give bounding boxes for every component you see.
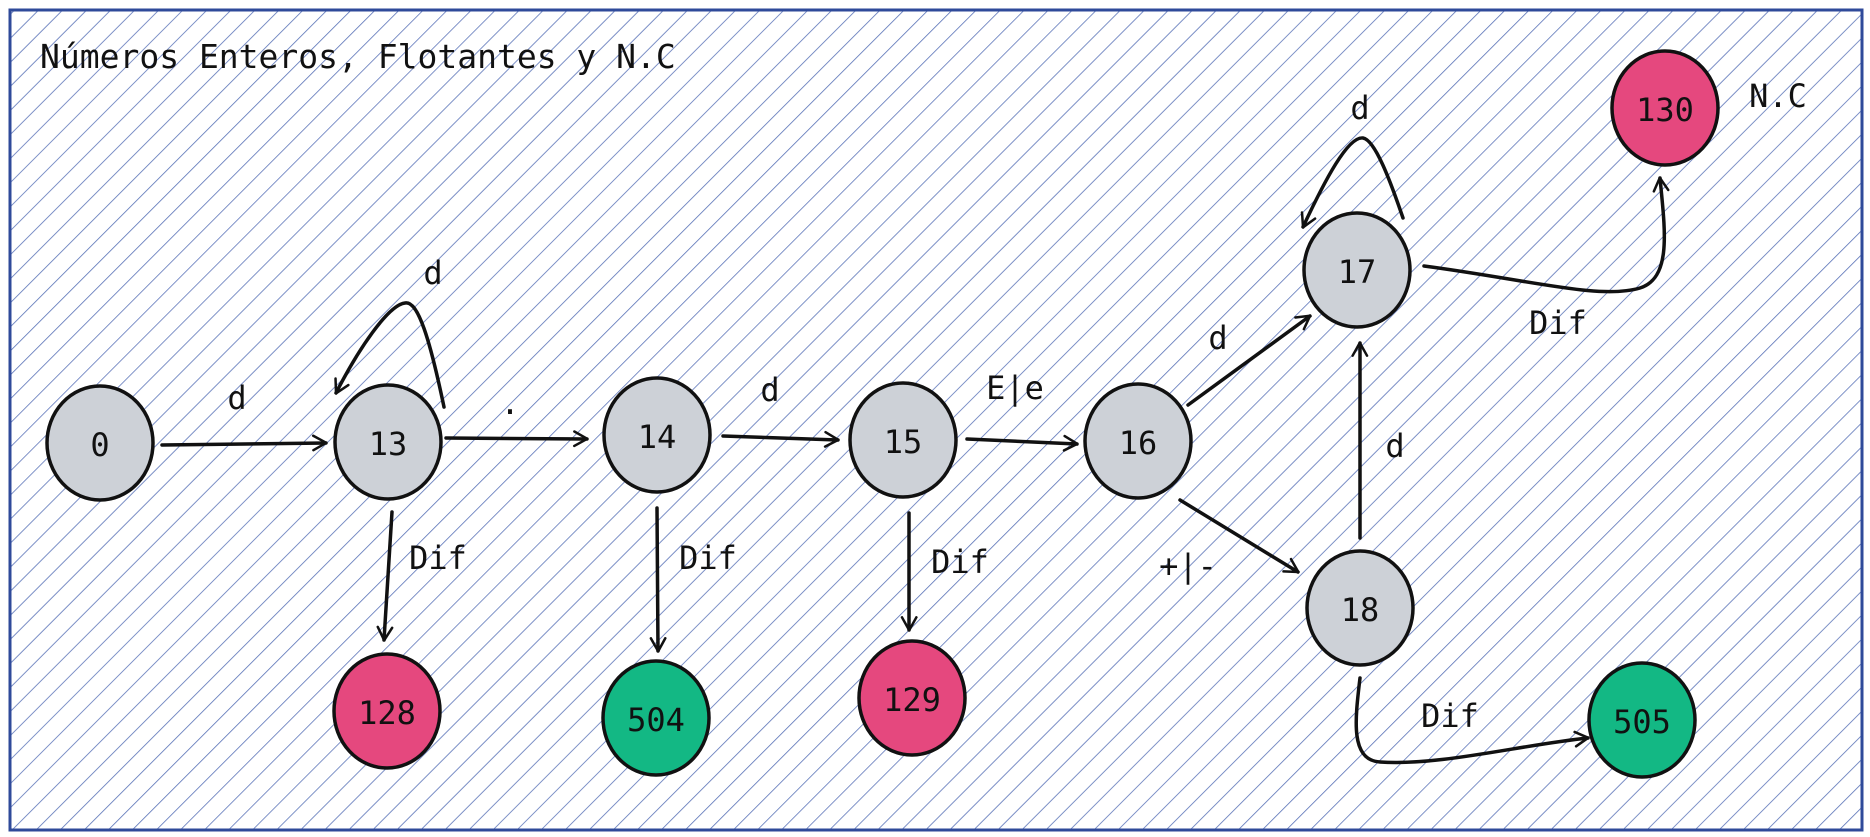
transition-label-17-to-17: d (1350, 89, 1369, 127)
transition-arrow-16-to-18 (1178, 498, 1300, 574)
transition-label-14-to-15: d (760, 371, 779, 409)
transition-arrow-18-to-505 (1354, 676, 1590, 765)
state-label-130: 130 (1636, 91, 1694, 129)
state-label-14: 14 (638, 418, 677, 456)
transitions (160, 136, 1670, 765)
annotations: N.C (1749, 77, 1807, 115)
transition-label-13-to-128: Dif (409, 539, 467, 577)
state-node-16: 16 (1083, 382, 1193, 500)
state-label-0: 0 (90, 426, 109, 464)
state-node-0: 0 (45, 384, 155, 502)
transition-label-18-to-505: Dif (1421, 697, 1479, 735)
state-label-504: 504 (627, 701, 685, 739)
state-label-16: 16 (1119, 424, 1158, 462)
transition-arrow-13-to-128 (376, 510, 394, 642)
state-node-14: 14 (602, 376, 712, 494)
state-node-15: 15 (848, 381, 958, 499)
transition-label-15-to-16: E|e (986, 369, 1044, 407)
state-label-17: 17 (1338, 253, 1377, 291)
transition-label-16-to-18: +|- (1159, 547, 1217, 585)
transition-label-18-to-17: d (1385, 427, 1404, 465)
state-node-128: 128 (332, 652, 442, 770)
states: 0 13 14 15 16 17 18 128 129 130 504 505 (45, 49, 1720, 779)
state-label-13: 13 (369, 425, 408, 463)
transition-label-13-to-14: . (500, 384, 519, 422)
transition-label-14-to-504: Dif (679, 539, 737, 577)
state-label-505: 505 (1613, 703, 1671, 741)
state-node-17: 17 (1302, 211, 1412, 329)
transition-arrow-17-to-130 (1422, 176, 1670, 294)
state-label-129: 129 (883, 681, 941, 719)
transition-label-16-to-17: d (1208, 319, 1227, 357)
transition-arrow-13-to-13 (334, 301, 446, 409)
annotation-130: N.C (1749, 77, 1807, 115)
state-node-130: 130 (1610, 49, 1720, 167)
transition-label-17-to-130: Dif (1529, 304, 1587, 342)
state-node-13: 13 (333, 383, 443, 501)
state-node-504: 504 (601, 659, 711, 777)
transition-label-0-to-13: d (227, 379, 246, 417)
transition-label-15-to-129: Dif (931, 543, 989, 581)
state-label-15: 15 (884, 423, 923, 461)
transition-arrow-15-to-16 (965, 434, 1079, 452)
state-label-128: 128 (358, 694, 416, 732)
transition-label-13-to-13: d (423, 254, 442, 292)
state-label-18: 18 (1341, 591, 1380, 629)
state-node-129: 129 (857, 639, 967, 757)
transition-arrow-14-to-15 (721, 430, 840, 448)
diagram-title: Números Enteros, Flotantes y N.C (40, 37, 676, 76)
transition-arrow-13-to-14 (444, 430, 589, 448)
transition-arrow-17-to-17 (1300, 136, 1405, 229)
state-node-505: 505 (1587, 661, 1697, 779)
transition-arrow-16-to-17 (1186, 314, 1312, 407)
transition-arrow-14-to-504 (649, 506, 667, 653)
state-node-18: 18 (1305, 549, 1415, 667)
transition-arrow-0-to-13 (160, 434, 328, 452)
